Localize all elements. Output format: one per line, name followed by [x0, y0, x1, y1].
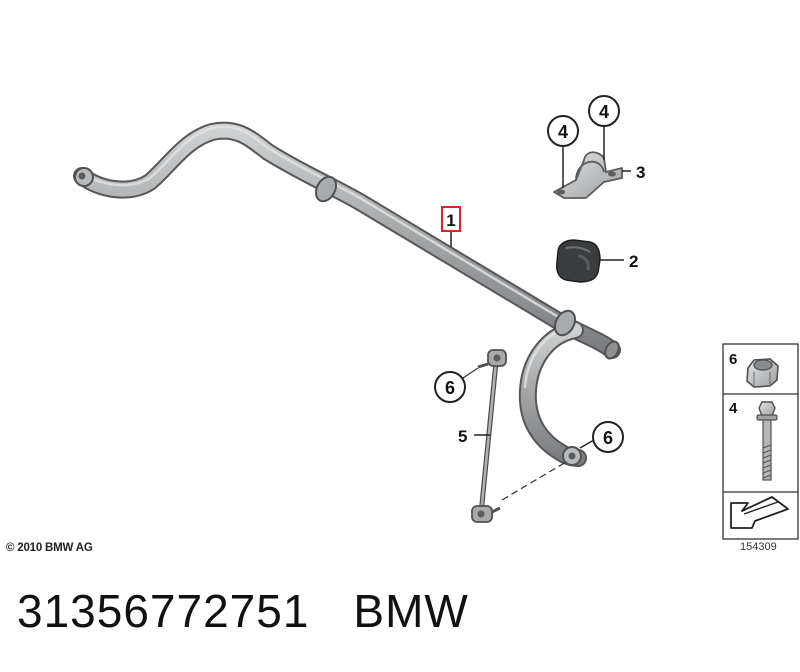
bracket-part [553, 151, 623, 199]
copyright-notice: © 2010 BMW AG [6, 542, 93, 554]
legend-6-label: 6 [729, 351, 737, 368]
bar-collar-left [314, 175, 338, 203]
callout-4b-label: 4 [599, 102, 609, 122]
callout-1[interactable]: 1 [441, 206, 461, 247]
callout-6a-label: 6 [445, 378, 455, 398]
callout-1-label: 1 [446, 211, 455, 230]
stabilizer-link [471, 349, 507, 523]
rubber-bushing [556, 239, 601, 283]
callout-4a[interactable]: 4 [547, 115, 579, 188]
arrow-icon [730, 496, 789, 529]
callout-2-label: 2 [629, 252, 638, 271]
assembly-line-lower [501, 461, 567, 501]
stabilizer-bar [73, 121, 621, 467]
bolt-icon [756, 401, 778, 481]
bar-collar-right [553, 309, 577, 337]
callout-6a[interactable]: 6 [434, 371, 466, 403]
callout-5[interactable]: 5 [458, 427, 490, 446]
nut-icon [746, 358, 779, 388]
callout-6b-label: 6 [603, 428, 613, 448]
callout-4b[interactable]: 4 [588, 95, 620, 160]
callout-2[interactable]: 2 [600, 252, 638, 271]
callout-3[interactable]: 3 [622, 163, 645, 182]
legend-4-label: 4 [729, 400, 738, 417]
part-number: 31356772751 [17, 585, 310, 637]
brand-name: BMW [353, 585, 469, 637]
callout-3-label: 3 [636, 163, 645, 182]
callout-4a-label: 4 [558, 122, 568, 142]
part-number-line: 31356772751 BMW [17, 584, 469, 638]
callout-5-label: 5 [458, 427, 467, 446]
callout-6b[interactable]: 6 [579, 421, 624, 453]
diagram-number: 154309 [740, 541, 777, 553]
hardware-legend: 6 4 [722, 343, 799, 540]
